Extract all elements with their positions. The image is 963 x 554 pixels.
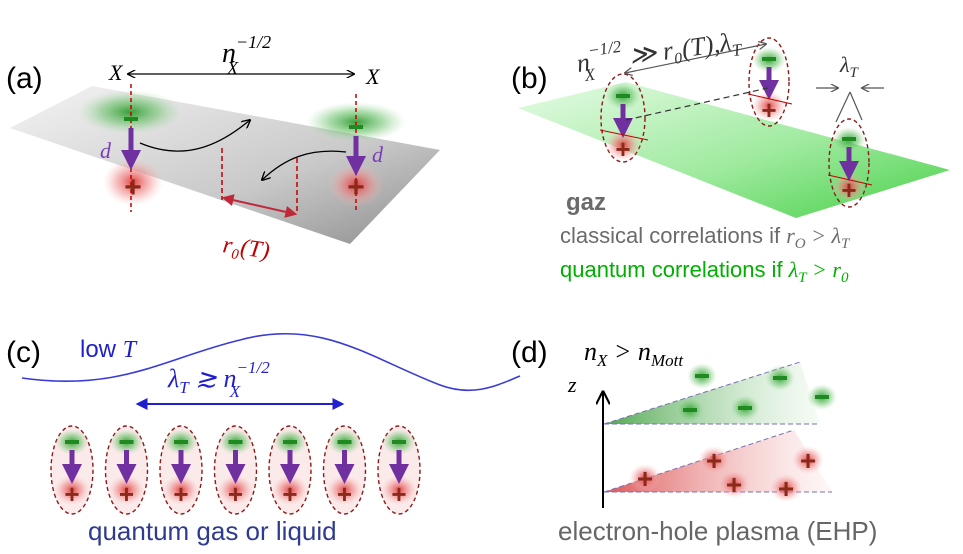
exciton: + [159,425,203,515]
exciton-label-right: X [365,64,381,89]
electron-sign [815,395,829,399]
hole-sign: + [761,95,776,125]
hole-cloud [103,158,163,206]
hole-cloud [792,446,824,474]
exciton-label-left: X [108,60,124,85]
hole-cloud [718,470,750,498]
dipole-label-right: d⃗ [372,142,400,167]
panel-d-label: (d) [511,336,548,369]
electron-cloud [78,90,182,134]
exciton-boundary [748,37,790,127]
hole-sign: + [706,445,722,476]
exciton: + [268,425,312,515]
gaz-label: gaz [566,189,606,216]
classical-condition: classical correlations if rO > λT [560,223,851,252]
panel-b: (b) + + + n−1/2X ≫ r₀(T),λT [511,20,950,286]
hole-sign: + [173,479,188,509]
panel-b-label: (b) [511,62,548,95]
electron-sign [683,408,697,412]
hole-cloud [698,446,730,474]
quantum-condition: quantum correlations if λT > r0 [560,257,849,286]
hole-sign: + [391,479,406,509]
electron-sign [392,440,406,444]
dipole-label-left: d⃗ [100,138,128,163]
panel-c-label: (c) [6,336,41,369]
exciton-axis [827,174,873,186]
hole-sign: + [337,479,352,509]
exciton-chain: + + + + + + + [50,425,421,515]
hole-sign: + [282,479,297,509]
interaction-arrow [139,120,250,152]
hole-sign: + [800,445,816,476]
z-axis-label: z [567,372,577,397]
hole-sign: + [119,479,134,509]
hole-sign: + [347,171,365,204]
electron-sign [119,440,134,444]
exciton: + [213,425,258,515]
exciton-axis [747,93,793,105]
mott-condition: nX > nMott [584,337,684,370]
hole-sign: + [726,469,742,500]
quantum-liquid-label: quantum gas or liquid [88,516,337,546]
relation-label: n−1/2X ≫ r₀(T),λT [574,20,745,86]
electron-sign [616,94,630,98]
electron-sign [842,137,856,141]
electron-sign [174,440,188,444]
exciton: + [50,425,94,515]
hole-sign: + [64,479,79,509]
electron-sign [283,440,297,444]
hole-cloud [770,474,802,502]
hole-sign: + [841,175,856,205]
exciton: + [377,425,421,515]
hole-sign: + [778,473,794,504]
radius-arrow [221,194,298,218]
electron-sign [773,376,787,380]
electron-sign [65,440,79,444]
lambda-label: λT [839,52,860,81]
hole-sign: + [637,463,653,494]
exciton-boundary [600,73,646,163]
electron-sign [228,440,243,444]
exciton: + [104,425,149,515]
wavefunction-curve [21,332,521,392]
exciton-link [625,87,769,121]
low-temperature-label: low T [80,336,138,363]
hole-sign: + [228,479,243,509]
electron-sign [124,117,138,121]
panel-d: (d) nX > nMott z +++++ electron-hole pla… [511,336,877,546]
exciton: + [322,425,367,515]
radius-label: r₀(T) [221,232,271,264]
separation-arrow [625,44,766,73]
electron-sign [738,406,752,410]
electron-sign [349,125,363,129]
exciton-boundary [828,118,870,208]
plasma-label: electron-hole plasma (EHP) [558,516,877,546]
panel-a-label: (a) [6,62,43,95]
plasma-carriers: +++++ [629,363,837,504]
hole-sign: + [124,171,142,204]
hole-sign: + [615,134,630,164]
interaction-arrow [262,150,347,180]
hole-cloud [629,464,661,492]
electron-sign [762,57,776,61]
lambda-pointer [835,91,863,123]
electron-sign [337,440,352,444]
electron-sign [695,374,709,378]
exciton-axis [599,129,649,141]
